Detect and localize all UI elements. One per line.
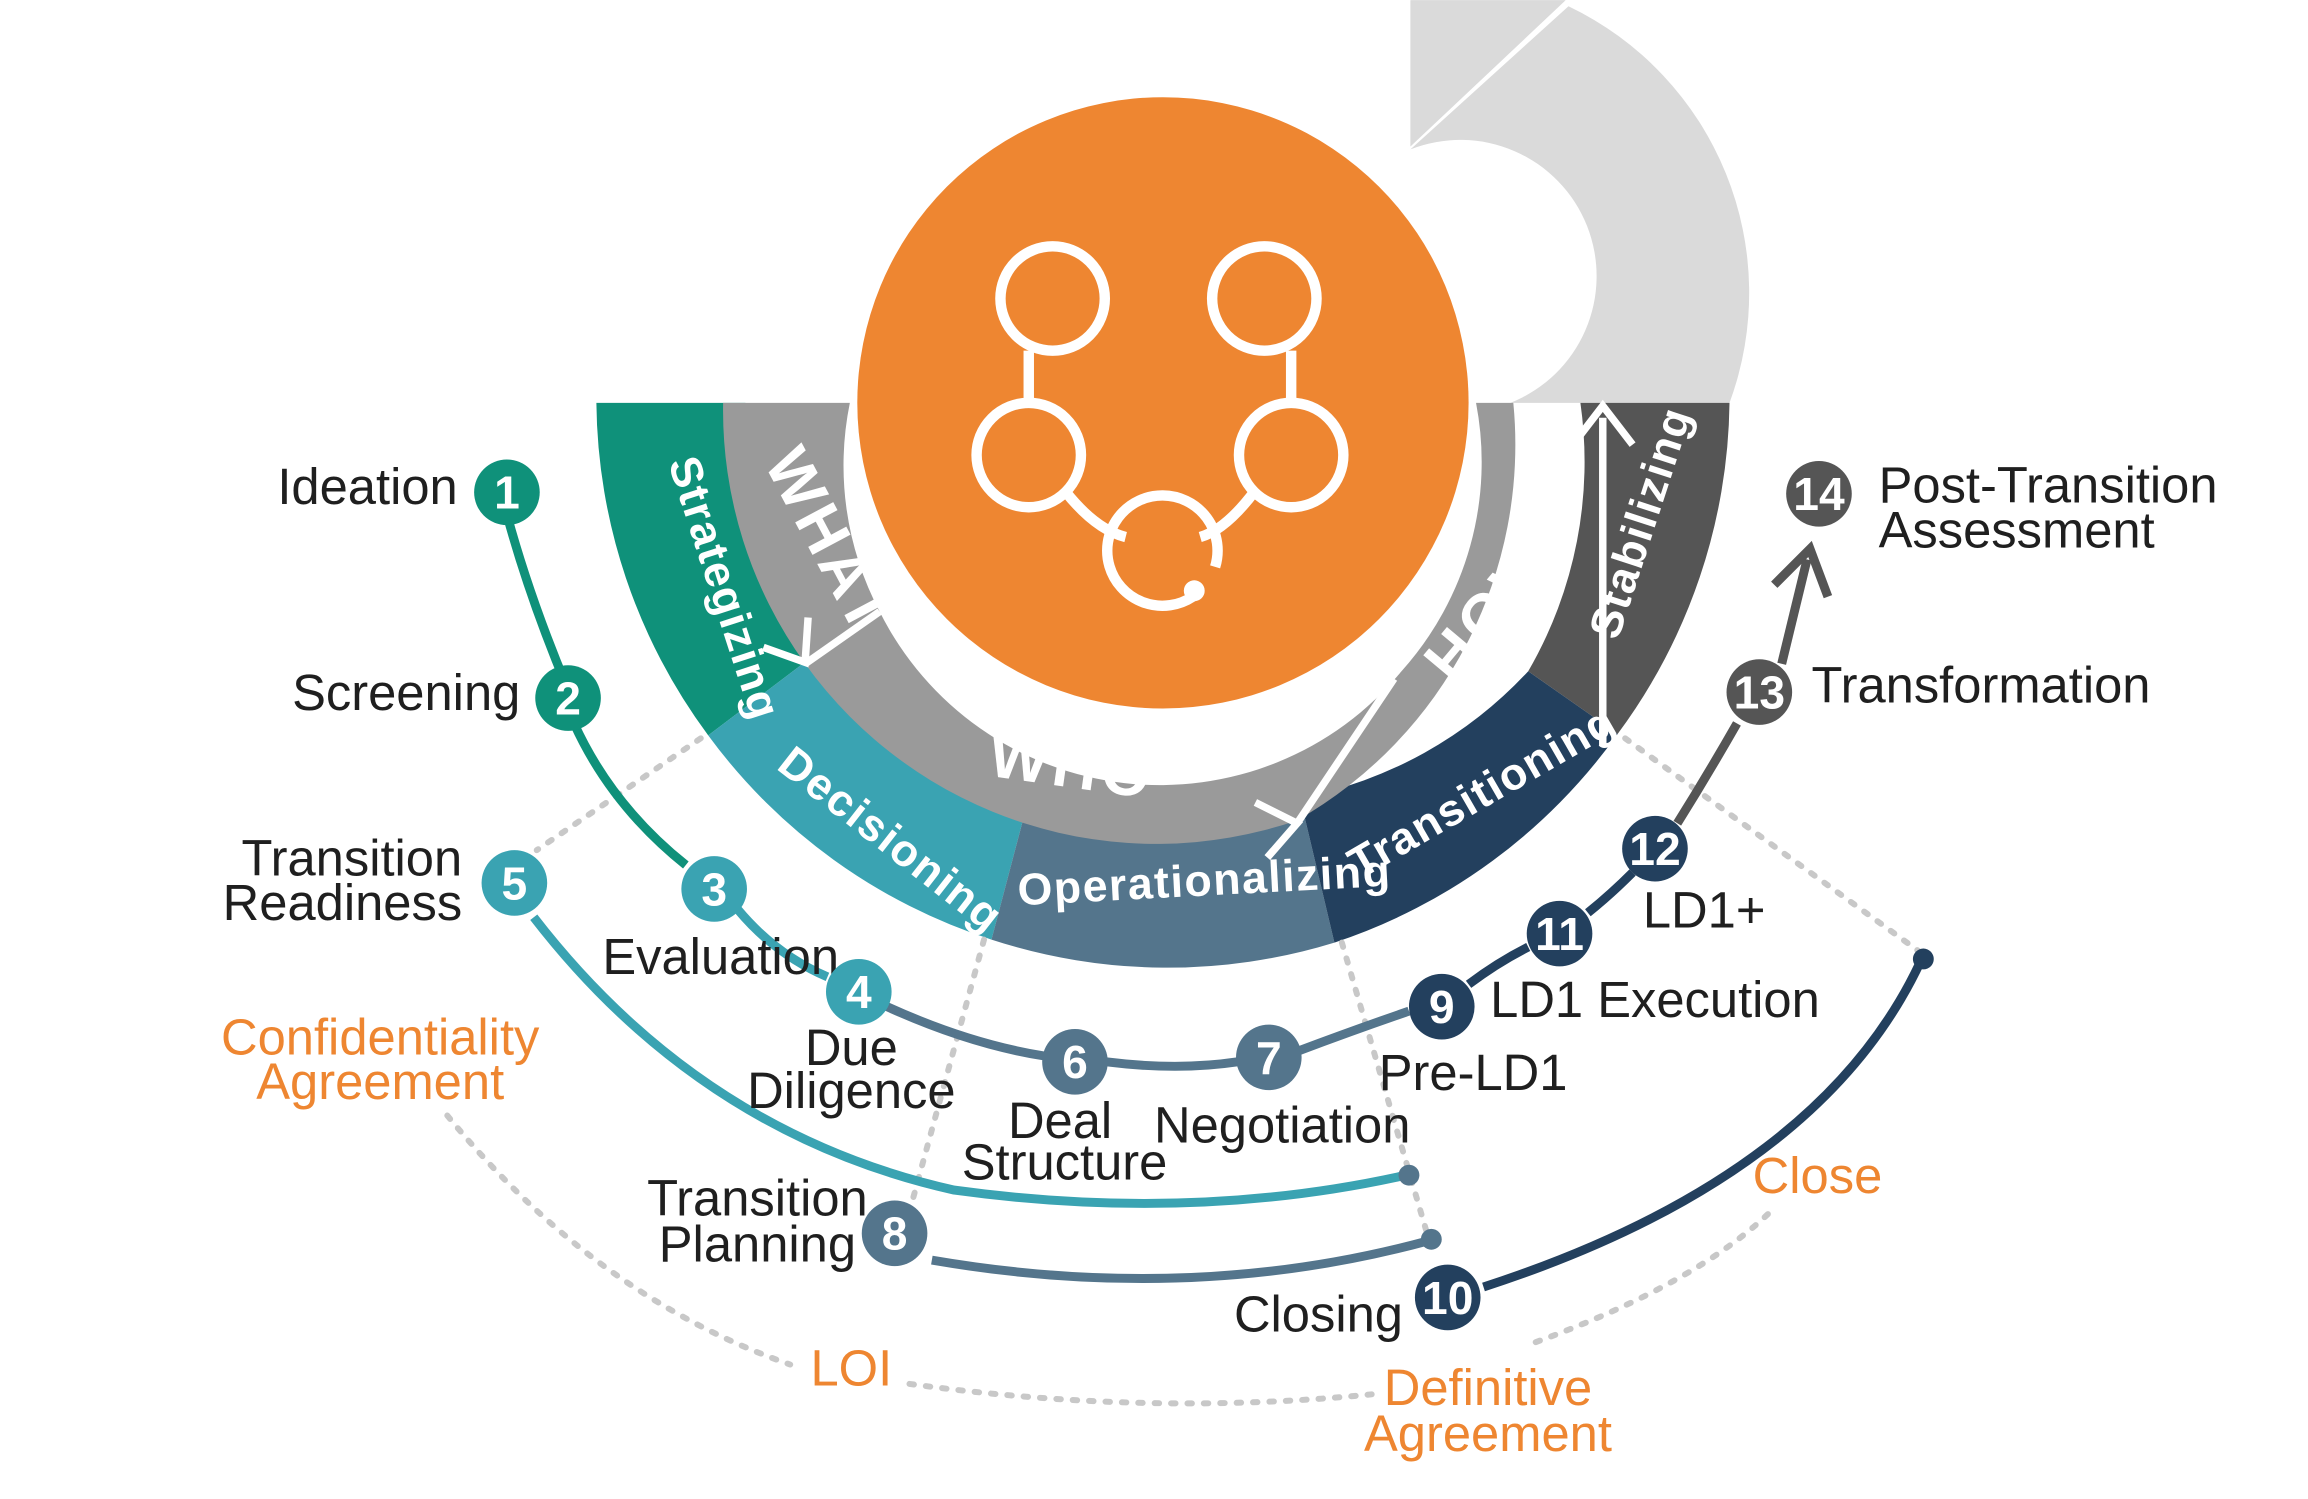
- step-9: 9 Pre-LD1: [1379, 973, 1568, 1101]
- step-13: 13 Transformation: [1726, 657, 2151, 725]
- step-6: 6 Deal Structure: [962, 1029, 1168, 1191]
- band-transitioning: [1300, 671, 1618, 943]
- svg-text:2: 2: [555, 672, 581, 724]
- svg-text:Diligence: Diligence: [747, 1062, 955, 1119]
- step-5: 5 Transition Readiness: [223, 829, 548, 931]
- guide-line: [909, 936, 988, 1204]
- svg-text:Deal: Deal: [1008, 1092, 1112, 1149]
- arrow-icon: [1253, 799, 1304, 861]
- svg-text:3: 3: [701, 863, 727, 915]
- milestone-confidentiality: Confidentiality: [221, 1008, 540, 1065]
- future-wedge-outer-2: [1410, 6, 1750, 403]
- milestone-definitive: Definitive: [1384, 1359, 1592, 1416]
- svg-text:10: 10: [1422, 1272, 1473, 1324]
- svg-text:12: 12: [1629, 823, 1680, 875]
- milestone-arc: [1532, 1204, 1778, 1346]
- flow-path-readiness: [530, 914, 1407, 1208]
- arrow-icon: [1771, 540, 1833, 599]
- svg-text:LD1 Execution: LD1 Execution: [1490, 971, 1820, 1028]
- step-7: 7 Negotiation: [1154, 1024, 1410, 1153]
- band-who: [805, 611, 1402, 844]
- arrow-icon: [1570, 399, 1636, 447]
- svg-text:Due: Due: [805, 1019, 898, 1076]
- band-operationalizing: [991, 797, 1335, 968]
- milestone-loi: LOI: [810, 1339, 892, 1396]
- svg-text:9: 9: [1429, 981, 1455, 1033]
- svg-text:Transition: Transition: [242, 829, 463, 886]
- milestone-confidentiality-2: Agreement: [256, 1053, 504, 1110]
- flow-path-planning: [931, 1236, 1430, 1283]
- svg-text:4: 4: [846, 966, 872, 1018]
- svg-text:Negotiation: Negotiation: [1154, 1096, 1410, 1153]
- svg-text:Transformation: Transformation: [1812, 657, 2151, 714]
- guide-line: [1338, 939, 1432, 1241]
- svg-text:Structure: Structure: [962, 1134, 1168, 1191]
- svg-text:Evaluation: Evaluation: [602, 928, 839, 985]
- arrow-icon: [762, 617, 812, 668]
- step-3: 3 Evaluation: [602, 856, 839, 985]
- svg-text:5: 5: [502, 857, 528, 909]
- band-how: [1297, 402, 1516, 821]
- step-14: 14 Post-Transition Assessment: [1786, 457, 2218, 558]
- svg-text:Readiness: Readiness: [223, 874, 463, 931]
- milestone-close: Close: [1753, 1147, 1883, 1204]
- svg-text:14: 14: [1793, 468, 1845, 520]
- milestone-definitive-2: Agreement: [1364, 1405, 1612, 1462]
- svg-text:1: 1: [494, 467, 520, 519]
- svg-text:7: 7: [1256, 1032, 1282, 1084]
- svg-text:LD1+: LD1+: [1643, 882, 1766, 939]
- center-circle: [857, 97, 1469, 709]
- step-12: 12 LD1+: [1622, 815, 1766, 939]
- step-2: 2 Screening: [292, 664, 601, 731]
- step-4: 4 Due Diligence: [747, 958, 956, 1119]
- step-11: 11 LD1 Execution: [1490, 900, 1820, 1028]
- band-decisioning: [708, 656, 1029, 940]
- flow-path-main: [502, 510, 572, 691]
- svg-text:13: 13: [1734, 666, 1785, 718]
- milestone-arc: [906, 1380, 1375, 1407]
- svg-text:11: 11: [1535, 908, 1584, 960]
- flow-path-closing: [1482, 960, 1925, 1292]
- step-10: 10 Closing: [1234, 1264, 1481, 1343]
- svg-text:Pre-LD1: Pre-LD1: [1379, 1044, 1568, 1101]
- svg-text:Post-Transition: Post-Transition: [1879, 457, 2218, 514]
- svg-text:Closing: Closing: [1234, 1286, 1403, 1343]
- step-1: 1 Ideation: [277, 458, 540, 526]
- svg-text:Screening: Screening: [292, 664, 520, 721]
- guide-line: [1622, 735, 1927, 958]
- band-stabilizing: [1528, 402, 1730, 734]
- svg-text:Transition: Transition: [647, 1169, 868, 1226]
- step-8: 8 Transition Planning: [647, 1169, 928, 1273]
- band-what: [723, 402, 880, 664]
- svg-text:Ideation: Ideation: [277, 458, 457, 515]
- band-strategizing: [596, 402, 813, 736]
- svg-text:6: 6: [1062, 1036, 1088, 1088]
- svg-text:Assessment: Assessment: [1879, 501, 2155, 558]
- molecule-network-icon: [971, 241, 1349, 611]
- svg-text:Planning: Planning: [659, 1216, 856, 1273]
- svg-text:8: 8: [882, 1208, 908, 1260]
